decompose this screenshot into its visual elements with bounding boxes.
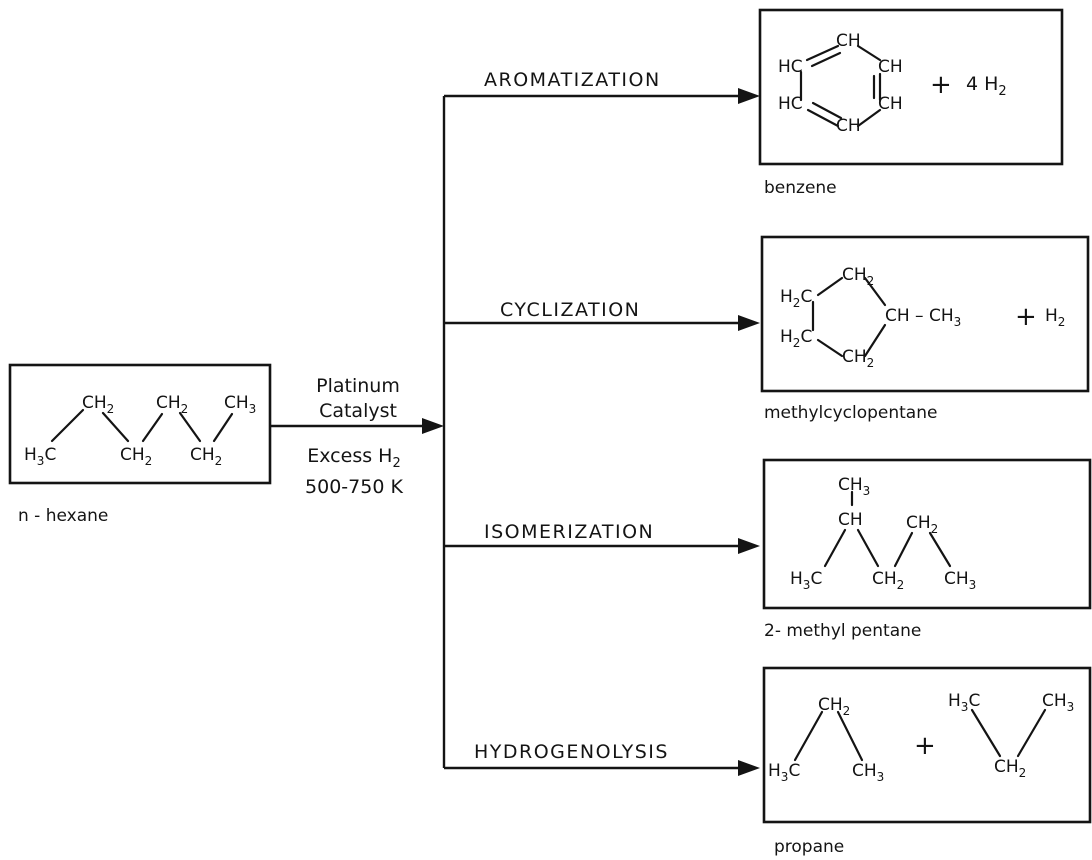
- benzene-bond-bottom-right: [856, 108, 882, 128]
- mcp-plus: +: [1015, 302, 1037, 332]
- hexane-c5: CH2: [190, 445, 222, 468]
- catalyst-line-1: Platinum: [316, 375, 400, 397]
- feed-arrowhead: [422, 418, 444, 434]
- benzene-bond-top-left-double: [810, 51, 842, 68]
- benzene-box: [758, 8, 1064, 166]
- mcp-bond-top-left: [816, 276, 844, 297]
- propane2-bond-left: [970, 708, 1002, 758]
- benzene-bond-bottom-left-double: [811, 101, 843, 120]
- benzene-ch-right-upper: CH: [878, 57, 903, 77]
- mp-ch3-branch: CH3: [838, 475, 870, 498]
- mp-bond-end: [928, 531, 952, 568]
- mp-bond-mid: [856, 528, 880, 568]
- mp-h3c: H3C: [790, 569, 822, 592]
- hexane-c6: CH3: [224, 393, 256, 416]
- methylpentane-box: [762, 458, 1092, 610]
- benzene-ch-right-lower: CH: [878, 94, 903, 114]
- propane2-ch3: CH3: [1042, 691, 1074, 714]
- propane2-h3c: H3C: [948, 691, 980, 714]
- hexane-c2: CH2: [82, 393, 114, 416]
- temperature-label: 500-750 K: [305, 476, 403, 498]
- product-benzene: CH HC HC CH CH CH + 4 H2 benzene: [758, 8, 1064, 198]
- benzene-caption: benzene: [764, 178, 837, 198]
- aromatization-arrowhead: [738, 88, 760, 104]
- mcp-bond-bottom-left: [816, 338, 844, 358]
- mp-ch3-end: CH3: [944, 569, 976, 592]
- route-label-hydrogenolysis: HYDROGENOLYSIS: [474, 741, 669, 763]
- mp-ch2-low: CH2: [872, 569, 904, 592]
- reactant-caption: n - hexane: [18, 506, 108, 526]
- route-label-isomerization: ISOMERIZATION: [484, 521, 654, 543]
- mcp-ch2-bottom: CH2: [842, 347, 874, 370]
- benzene-bond-bottom-left: [806, 108, 840, 128]
- mp-ch: CH: [838, 510, 863, 530]
- mp-ch2-high: CH2: [906, 513, 938, 536]
- benzene-bond-top-left: [805, 44, 840, 62]
- methylcyclopentane-caption: methylcyclopentane: [764, 403, 937, 423]
- propane-skeleton-1: [793, 710, 864, 762]
- mcp-bond-top-right: [863, 276, 887, 307]
- cyclization-arrowhead: [738, 315, 760, 331]
- propane2-ch2: CH2: [994, 757, 1026, 780]
- catalyst-line-2: Catalyst: [319, 400, 397, 422]
- benzene-plus: +: [930, 70, 952, 100]
- hexane-bond-1: [50, 408, 85, 443]
- reactant-group: H3C CH2 CH2 CH2 CH2 CH3 n - hexane: [8, 363, 272, 526]
- propane-box: [762, 666, 1092, 824]
- mcp-bond-bottom-right: [863, 323, 887, 358]
- mcp-ch2-left-upper: H2C: [780, 287, 812, 310]
- mcp-methyl-group: CH – CH3: [885, 306, 961, 329]
- benzene-ch-bottom: CH: [836, 116, 861, 136]
- conditions-group: Platinum Catalyst Excess H2 500-750 K: [305, 375, 403, 498]
- reactant-box: [8, 363, 272, 485]
- propane1-ch3: CH3: [852, 761, 884, 784]
- hexane-skeleton: [50, 408, 234, 443]
- isomerization-arrowhead: [738, 538, 760, 554]
- propane-plus: +: [914, 731, 936, 761]
- hexane-bond-5: [212, 412, 234, 443]
- propane1-bond-right: [836, 710, 864, 762]
- propane1-h3c: H3C: [768, 761, 800, 784]
- route-label-cyclization: CYCLIZATION: [500, 299, 640, 321]
- benzene-hc-left-lower: HC: [778, 94, 803, 114]
- hexane-c4: CH2: [156, 393, 188, 416]
- hexane-c1: H3C: [24, 445, 56, 468]
- benzene-ch-top: CH: [836, 31, 861, 51]
- mp-bond-up: [893, 531, 914, 568]
- mcp-ch2-left-lower: H2C: [780, 327, 812, 350]
- hexane-c3: CH2: [120, 445, 152, 468]
- hexane-bond-2: [101, 411, 130, 443]
- benzene-bond-top-right: [856, 44, 882, 62]
- propane-skeleton-2: [970, 708, 1047, 758]
- propane2-bond-right: [1016, 708, 1047, 758]
- mcp-ch2-top: CH2: [842, 265, 874, 288]
- benzene-byproduct: 4 H2: [966, 73, 1007, 99]
- product-propane: CH2 H3C CH3 + H3C CH3 CH2 propane: [762, 666, 1092, 857]
- cyclopentane-ring: [811, 276, 887, 358]
- route-label-aromatization: AROMATIZATION: [484, 69, 661, 91]
- methylpentane-caption: 2- methyl pentane: [764, 621, 921, 641]
- hexane-bond-3: [141, 412, 164, 443]
- benzene-hc-left-upper: HC: [778, 57, 803, 77]
- product-methylcyclopentane: CH2 H2C H2C CH2 CH – CH3 + H2 methylcycl…: [760, 235, 1090, 423]
- methylcyclopentane-box: [760, 235, 1090, 393]
- benzene-ring: [799, 44, 882, 128]
- mcp-byproduct: H2: [1045, 306, 1065, 329]
- product-2-methylpentane: CH3 CH H3C CH2 CH2 CH3 2- methyl pentane: [762, 458, 1092, 641]
- hydrogenolysis-arrowhead: [738, 760, 760, 776]
- hexane-bond-4: [178, 411, 202, 443]
- excess-h2-label: Excess H2: [307, 445, 400, 471]
- propane1-ch2: CH2: [818, 695, 850, 718]
- connector-lines: [270, 88, 760, 776]
- propane1-bond-left: [793, 710, 824, 762]
- methylpentane-skeleton: [823, 490, 952, 568]
- mp-bond-left: [823, 528, 847, 568]
- propane-caption: propane: [774, 837, 844, 857]
